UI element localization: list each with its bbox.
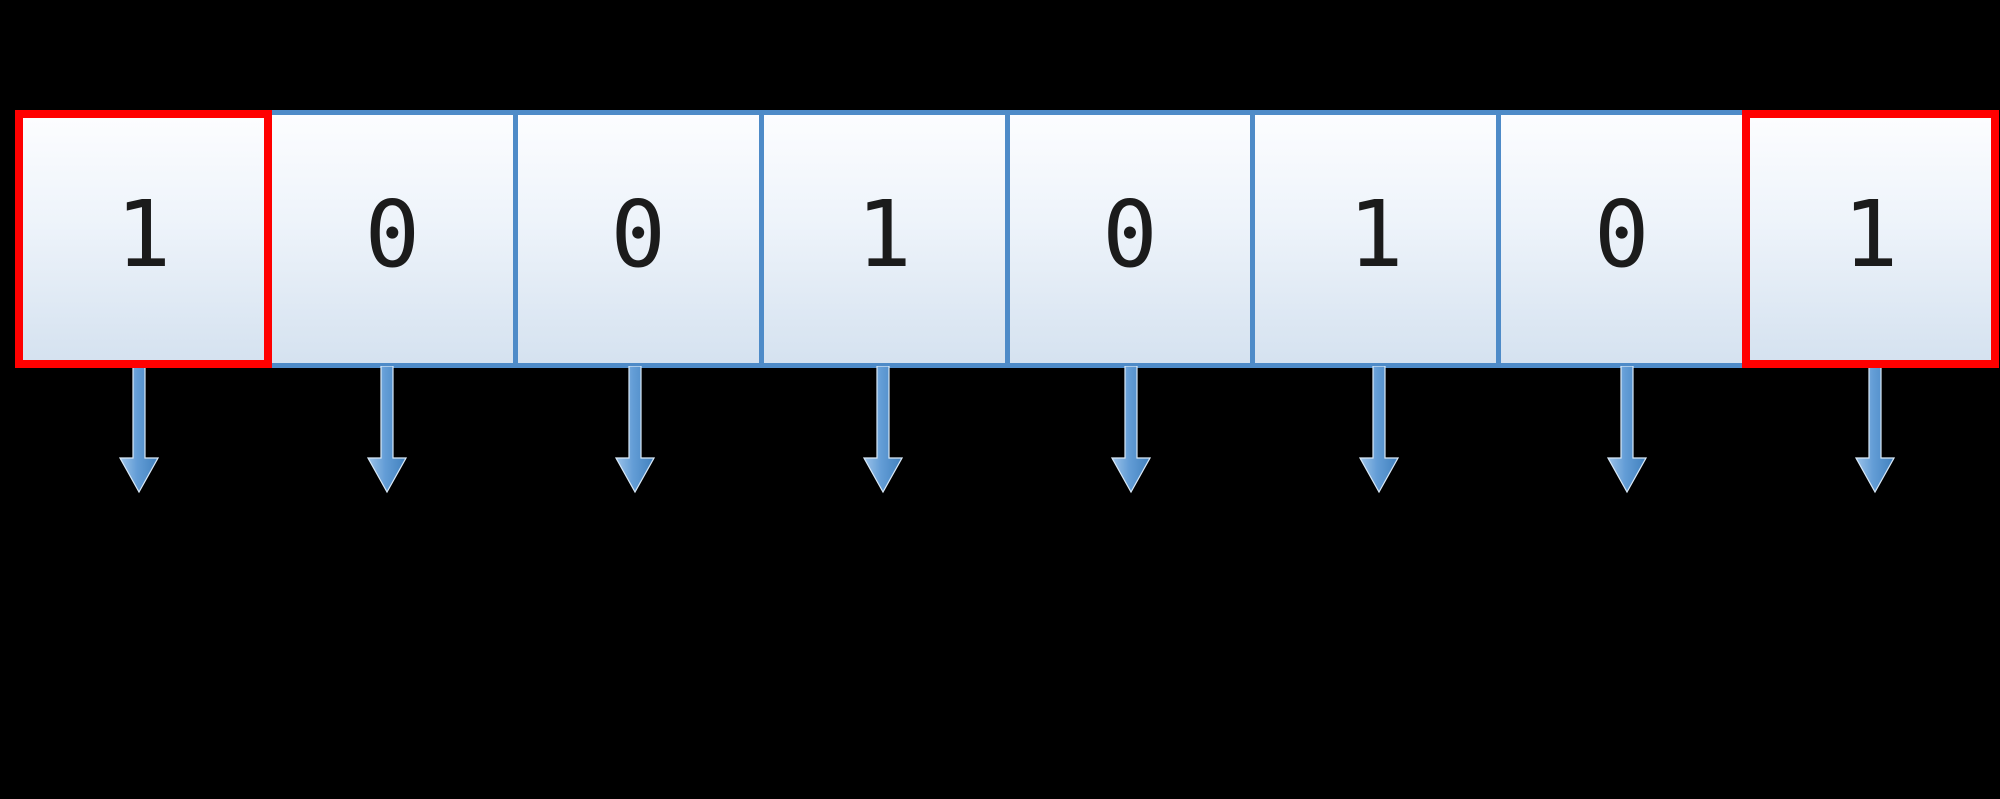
bit-value: 1 [856,181,912,288]
bit-cell-2: 0 [512,110,764,368]
bit-value: 1 [1348,181,1404,288]
down-arrow-icon [1111,366,1151,494]
arrow-slot-6 [1503,366,1751,494]
arrow-slot-0 [15,366,263,494]
bit-cell-7: 1 [1742,110,1999,368]
arrow-slot-1 [263,366,511,494]
bit-cell-1: 0 [266,110,518,368]
arrow-slot-4 [1007,366,1255,494]
down-arrow-icon [367,366,407,494]
down-arrow-icon [1607,366,1647,494]
down-arrow-icon [615,366,655,494]
down-arrow-icon [863,366,903,494]
arrow-slot-2 [511,366,759,494]
bit-value: 1 [1842,181,1899,288]
bit-cell-4: 0 [1004,110,1256,368]
arrow-slot-5 [1255,366,1503,494]
arrow-row [15,366,1999,494]
bit-cell-5: 1 [1250,110,1502,368]
bit-value: 0 [1593,181,1650,288]
down-arrow-icon [1855,366,1895,494]
bit-value: 0 [1102,181,1158,288]
bit-value: 1 [115,181,172,288]
bit-value: 0 [364,181,420,288]
bit-cell-0: 1 [15,110,272,368]
down-arrow-icon [1359,366,1399,494]
down-arrow-icon [119,366,159,494]
bit-cell-6: 0 [1496,110,1748,368]
bit-cell-3: 1 [758,110,1010,368]
bit-value: 0 [610,181,666,288]
arrow-slot-7 [1751,366,1999,494]
bit-row: 1 0 0 1 0 1 0 1 [15,110,1999,368]
arrow-slot-3 [759,366,1007,494]
